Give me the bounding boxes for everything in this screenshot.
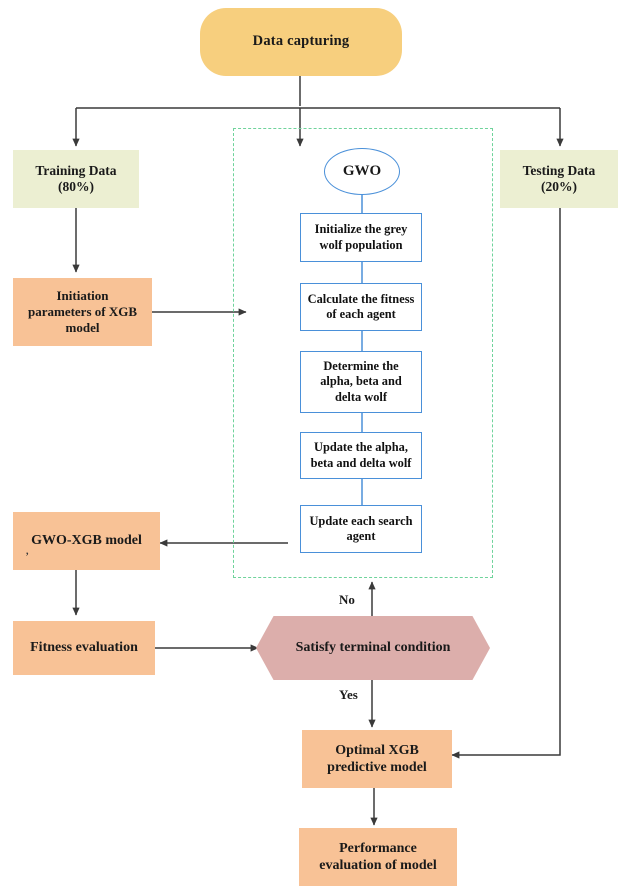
node-gwo-step-determine-wolves-line2: alpha, beta and bbox=[320, 374, 402, 389]
node-gwo-step-calculate-fitness-line2: of each agent bbox=[326, 307, 396, 321]
node-gwo-xgb-model[interactable]: GWO-XGB model bbox=[13, 512, 160, 570]
node-initiation-line1: Initiation bbox=[56, 288, 109, 304]
node-data-capturing-label: Data capturing bbox=[252, 33, 350, 50]
node-gwo-step-update-agents[interactable]: Update each search agent bbox=[300, 505, 422, 553]
node-initiation-line3: model bbox=[65, 319, 100, 335]
edge-label-yes: Yes bbox=[339, 687, 358, 702]
node-gwo-step-determine-wolves-line3: delta wolf bbox=[335, 389, 387, 404]
node-training-data-line1: Training Data bbox=[35, 162, 117, 178]
node-fitness-evaluation[interactable]: Fitness evaluation bbox=[13, 621, 155, 675]
node-testing-data[interactable]: Testing Data (20%) bbox=[500, 150, 618, 208]
node-optimal-xgb-predictive-model[interactable]: Optimal XGB predictive model bbox=[302, 730, 452, 788]
node-gwo-step-update-wolves-line1: Update the alpha, bbox=[314, 440, 408, 455]
node-gwo-step-update-wolves-line2: beta and delta wolf bbox=[310, 455, 412, 470]
node-gwo-step-initialize-line1: Initialize the grey bbox=[314, 222, 408, 237]
node-training-data-line2: (80%) bbox=[58, 179, 94, 194]
node-testing-data-line2: (20%) bbox=[541, 179, 577, 194]
node-gwo-step-calculate-fitness-line1: Calculate the fitness bbox=[307, 291, 415, 306]
node-optimal-model-line1: Optimal XGB bbox=[335, 742, 419, 758]
node-data-capturing[interactable]: Data capturing bbox=[200, 8, 402, 76]
node-decision-label: Satisfy terminal condition bbox=[295, 640, 451, 655]
node-fitness-evaluation-label: Fitness evaluation bbox=[30, 640, 138, 656]
node-gwo-title[interactable]: GWO bbox=[324, 148, 400, 195]
node-gwo-xgb-model-label: GWO-XGB model bbox=[31, 533, 142, 549]
node-gwo-step-update-agents-line2: agent bbox=[346, 529, 376, 543]
node-training-data[interactable]: Training Data (80%) bbox=[13, 150, 139, 208]
node-gwo-xgb-model-artifact: , bbox=[26, 546, 29, 557]
node-gwo-step-calculate-fitness[interactable]: Calculate the fitness of each agent bbox=[300, 283, 422, 331]
node-initiation-parameters[interactable]: Initiation parameters of XGB model bbox=[13, 278, 152, 346]
node-gwo-step-update-wolves[interactable]: Update the alpha, beta and delta wolf bbox=[300, 432, 422, 479]
edge-testing-to-optimal bbox=[451, 208, 561, 759]
gwo-container bbox=[233, 128, 493, 578]
node-performance-line1: Performance bbox=[339, 840, 417, 856]
node-performance-line2: evaluation of model bbox=[319, 858, 437, 873]
node-testing-data-line1: Testing Data bbox=[522, 162, 596, 178]
node-gwo-step-update-agents-line1: Update each search bbox=[309, 513, 413, 528]
node-gwo-step-determine-wolves[interactable]: Determine the alpha, beta and delta wolf bbox=[300, 351, 422, 413]
node-gwo-step-determine-wolves-line1: Determine the bbox=[323, 359, 399, 374]
node-performance-evaluation[interactable]: Performance evaluation of model bbox=[299, 828, 457, 886]
node-gwo-title-label: GWO bbox=[342, 163, 382, 180]
node-gwo-step-initialize[interactable]: Initialize the grey wolf population bbox=[300, 213, 422, 262]
node-optimal-model-line2: predictive model bbox=[327, 760, 427, 775]
node-decision-satisfy-terminal-condition[interactable]: Satisfy terminal condition bbox=[256, 616, 490, 680]
edge-label-no: No bbox=[339, 592, 355, 607]
node-initiation-line2: parameters of XGB bbox=[27, 304, 138, 320]
node-gwo-step-initialize-line2: wolf population bbox=[319, 237, 403, 252]
